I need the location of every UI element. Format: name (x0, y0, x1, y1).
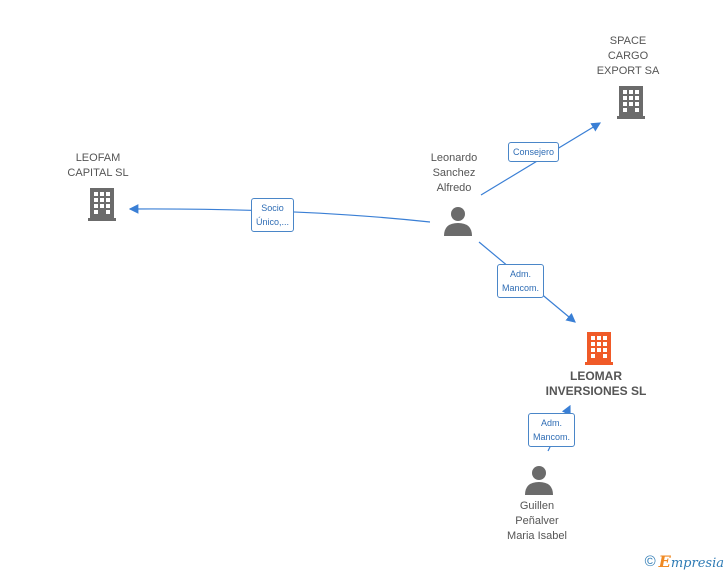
node-label-leonardo[interactable]: Leonardo Sanchez Alfredo (430, 152, 478, 194)
node-label-space-cargo[interactable]: SPACE CARGO EXPORT SA (596, 35, 660, 77)
edge-label-adm-mancom-2[interactable]: Adm. Mancom. (528, 413, 576, 447)
edge-label-consejero[interactable]: Consejero (508, 142, 560, 162)
node-label-leofam[interactable]: LEOFAM CAPITAL SL (67, 152, 129, 179)
node-label-leomar[interactable]: LEOMAR INVERSIONES SL (545, 369, 647, 398)
building-icon[interactable] (86, 186, 118, 222)
building-icon[interactable] (615, 84, 647, 120)
brand-logo: Empresia (658, 552, 724, 571)
person-icon[interactable] (524, 464, 554, 496)
node-label-guillen[interactable]: Guillen Peñalver Maria Isabel (507, 500, 567, 542)
empresia-watermark: © Empresia (645, 552, 724, 571)
edge-label-adm-mancom-1[interactable]: Adm. Mancom. (497, 264, 545, 298)
person-icon[interactable] (443, 205, 473, 237)
building-icon-main[interactable] (583, 330, 615, 366)
copyright-icon: © (644, 553, 656, 570)
edge-label-socio[interactable]: Socio Único,... (251, 198, 295, 232)
